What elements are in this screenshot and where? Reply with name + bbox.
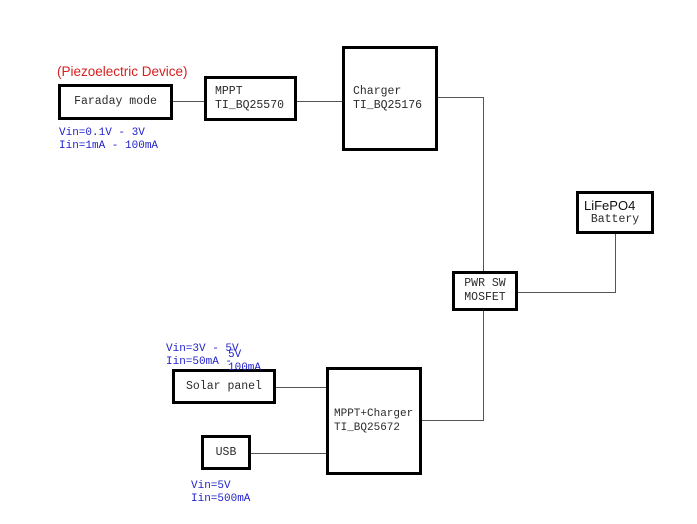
wire-pwrsw-to-battery <box>517 292 616 293</box>
mpptcharger-line-2: TI_BQ25672 <box>334 422 401 434</box>
usb-spec-line-1: Vin=5V <box>191 480 231 492</box>
mpptcharger-line-1: MPPT+Charger <box>334 408 414 420</box>
wire-pwrsw-down <box>483 310 484 421</box>
usb-spec-line-2: Iin=500mA <box>191 492 251 505</box>
wire-usb-to-mpptcharger <box>250 453 328 454</box>
pwrsw-line-2: MOSFET <box>464 291 506 304</box>
wire-pwrsw-to-mpptcharger <box>421 420 484 421</box>
faraday-spec-line-1: Vin=0.1V - 3V <box>59 127 145 139</box>
faraday-spec-line-2: Iin=1mA - 100mA <box>59 139 159 152</box>
charger-line-2: TI_BQ25176 <box>353 98 423 112</box>
faraday-mode-label: Faraday mode <box>74 95 157 108</box>
faraday-mode-block[interactable]: Faraday mode <box>58 84 173 120</box>
piezoelectric-device-label: (Piezoelectric Device) <box>57 64 188 79</box>
usb-block[interactable]: USB <box>201 435 251 470</box>
solar-spec-overlay-line-2: 100mA <box>228 361 262 374</box>
mppt-line-2: TI_BQ25570 <box>215 98 285 112</box>
solar-spec-overlay-line-1: 5V <box>228 349 242 361</box>
solar-spec-line-1: Vin=3V - 5V <box>166 343 239 355</box>
solar-spec-line-2: Iin=50mA - <box>166 355 239 368</box>
solar-panel-label: Solar panel <box>186 379 262 393</box>
wire-bus-down-to-pwrsw <box>483 97 484 272</box>
usb-label: USB <box>215 445 237 459</box>
battery-line-1: LiFePO4 <box>584 198 636 213</box>
wire-solar-to-mpptcharger <box>275 387 328 388</box>
charger-line-1: Charger <box>353 84 402 98</box>
pwrsw-line-1: PWR SW <box>464 277 506 290</box>
wire-faraday-to-mppt <box>172 101 205 102</box>
wire-battery-down <box>615 233 616 293</box>
battery-line-2: Battery <box>590 213 640 226</box>
wire-charger-to-bus <box>437 97 484 98</box>
mppt-line-1: MPPT <box>215 84 243 98</box>
solar-panel-block[interactable]: Solar panel <box>172 369 276 404</box>
wire-mppt-to-charger <box>296 101 343 102</box>
